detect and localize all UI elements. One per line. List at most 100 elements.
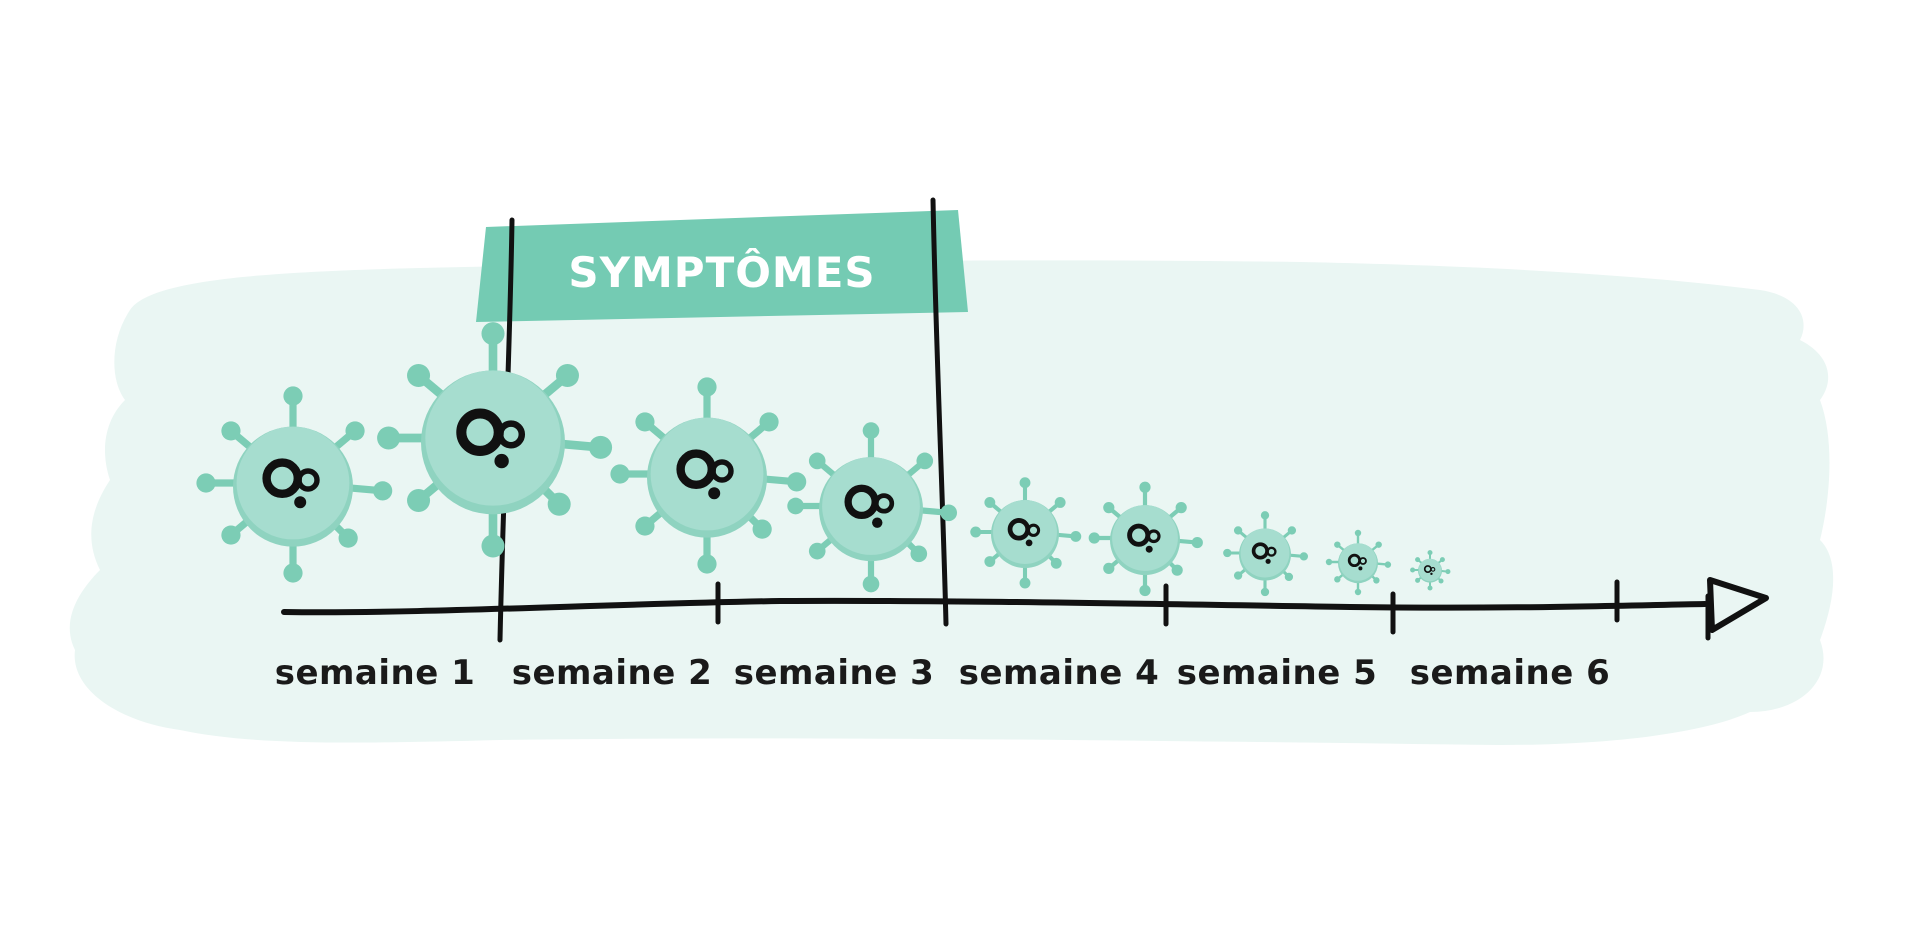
virus-spike-tip <box>1384 561 1392 568</box>
virus-icon <box>970 477 1082 589</box>
virus-spike-tip <box>1334 541 1341 548</box>
virus-icon <box>610 377 807 574</box>
timeline-axis <box>281 597 1708 616</box>
symptoms-end-line <box>930 197 949 627</box>
virus-icon <box>1088 481 1203 597</box>
virus-spike-tip <box>1019 577 1031 589</box>
virus-spike-tip <box>1445 569 1451 575</box>
virus-mouth <box>1265 558 1271 564</box>
virus-spike-tip <box>555 364 579 388</box>
virus-spike-tip <box>984 556 996 567</box>
virus-eye-right <box>1266 546 1277 557</box>
week-label: semaine 1 <box>275 653 476 693</box>
virus-eye-right <box>873 493 895 514</box>
virus-spike-tip <box>1233 571 1243 580</box>
virus-spike-tip <box>787 472 807 492</box>
week-label: semaine 6 <box>1410 653 1611 693</box>
virus-spike-tip <box>862 422 880 439</box>
virus-spike-tip <box>345 421 365 441</box>
week-label: semaine 4 <box>959 653 1160 693</box>
virus-mouth <box>494 453 509 469</box>
virus-spike-tip <box>752 519 772 539</box>
virus-spike-tip <box>1139 481 1151 493</box>
week-label: semaine 5 <box>1177 653 1378 693</box>
virus-eye-right <box>496 420 526 449</box>
virus-spike-tip <box>221 421 241 441</box>
virus-mouth <box>294 496 307 509</box>
virus-spike-tip <box>697 377 717 397</box>
virus-spike-tip <box>407 488 431 512</box>
timeline-ticks <box>715 579 1711 641</box>
virus-spike-tip <box>635 516 655 536</box>
virus-spike-tip <box>1427 550 1433 556</box>
virus-spike-tip <box>481 534 505 558</box>
virus-spike-tip <box>940 504 958 522</box>
virus-spike-tip <box>1223 548 1232 558</box>
virus-spike-tip <box>1410 567 1416 573</box>
virus-spike-tip <box>808 542 826 560</box>
virus-spike-tip <box>373 481 393 501</box>
virus-group <box>196 322 1451 597</box>
virus-spike-tip <box>1415 577 1421 583</box>
virus-spike-tip <box>984 497 996 508</box>
virus-spike-tip <box>610 464 630 484</box>
virus-spike-tip <box>338 528 358 548</box>
virus-spike-tip <box>377 426 401 450</box>
virus-spike-tip <box>481 322 505 346</box>
virus-mouth <box>1145 545 1153 553</box>
virus-spike-tip <box>635 412 655 432</box>
virus-spike-tip <box>910 545 928 563</box>
virus-spike-tip <box>1299 552 1309 561</box>
virus-mouth <box>872 517 883 528</box>
virus-spike-tip <box>1175 502 1187 514</box>
virus-spike-tip <box>1354 588 1362 596</box>
virus-mouth <box>1358 566 1363 571</box>
virus-icon <box>1410 550 1451 591</box>
virus-spike-tip <box>1054 497 1066 508</box>
virus-spike-tip <box>1287 526 1297 535</box>
virus-spike-tip <box>196 473 216 493</box>
virus-eye-right <box>1359 557 1367 565</box>
virus-spike-tip <box>1088 532 1100 544</box>
virus-spike-tip <box>1171 564 1183 576</box>
week-labels: semaine 1 semaine 2 semaine 3 semaine 4 … <box>275 653 1611 693</box>
virus-spike-tip <box>1070 531 1082 542</box>
virus-spike-tip <box>1050 557 1062 569</box>
week-label: semaine 3 <box>734 653 935 693</box>
virus-spike-tip <box>759 412 779 432</box>
virus-icon <box>787 422 958 593</box>
virus-eye-right <box>1430 567 1436 572</box>
virus-spike-tip <box>1427 585 1433 591</box>
virus-spike-tip <box>547 492 571 516</box>
virus-spike-tip <box>1260 511 1270 520</box>
virus-spike-tip <box>697 554 717 574</box>
timeline-arrowhead <box>1707 577 1769 633</box>
banner-label: SYMPTÔMES <box>568 247 875 297</box>
virus-spike-tip <box>407 364 431 388</box>
virus-spike-tip <box>221 525 241 545</box>
virus-eye-right <box>1146 529 1161 544</box>
virus-spike-tip <box>1334 576 1341 583</box>
virus-icon <box>196 386 393 583</box>
week-label: semaine 2 <box>512 653 713 693</box>
virus-spike-tip <box>970 526 982 538</box>
virus-spike-tip <box>1191 536 1203 549</box>
virus-eye-right <box>1026 523 1041 537</box>
virus-spike-tip <box>283 563 303 583</box>
virus-spike-tip <box>862 575 880 593</box>
virus-spike-tip <box>916 452 934 470</box>
virus-spike-tip <box>1019 477 1031 489</box>
virus-spike-tip <box>1415 557 1421 563</box>
virus-spike-tip <box>1260 587 1270 597</box>
virus-spike-tip <box>589 435 613 459</box>
virus-mouth <box>1025 539 1033 547</box>
virus-spike-tip <box>1139 584 1151 597</box>
virus-spike-tip <box>283 386 303 406</box>
virus-spike-tip <box>1373 577 1380 584</box>
virus-spike-tip <box>1354 529 1362 537</box>
virus-icon <box>377 322 613 558</box>
virus-eye-right <box>710 459 734 483</box>
banner-shape <box>476 210 968 322</box>
virus-spike-tip <box>1103 562 1115 574</box>
virus-mouth <box>1430 572 1433 576</box>
